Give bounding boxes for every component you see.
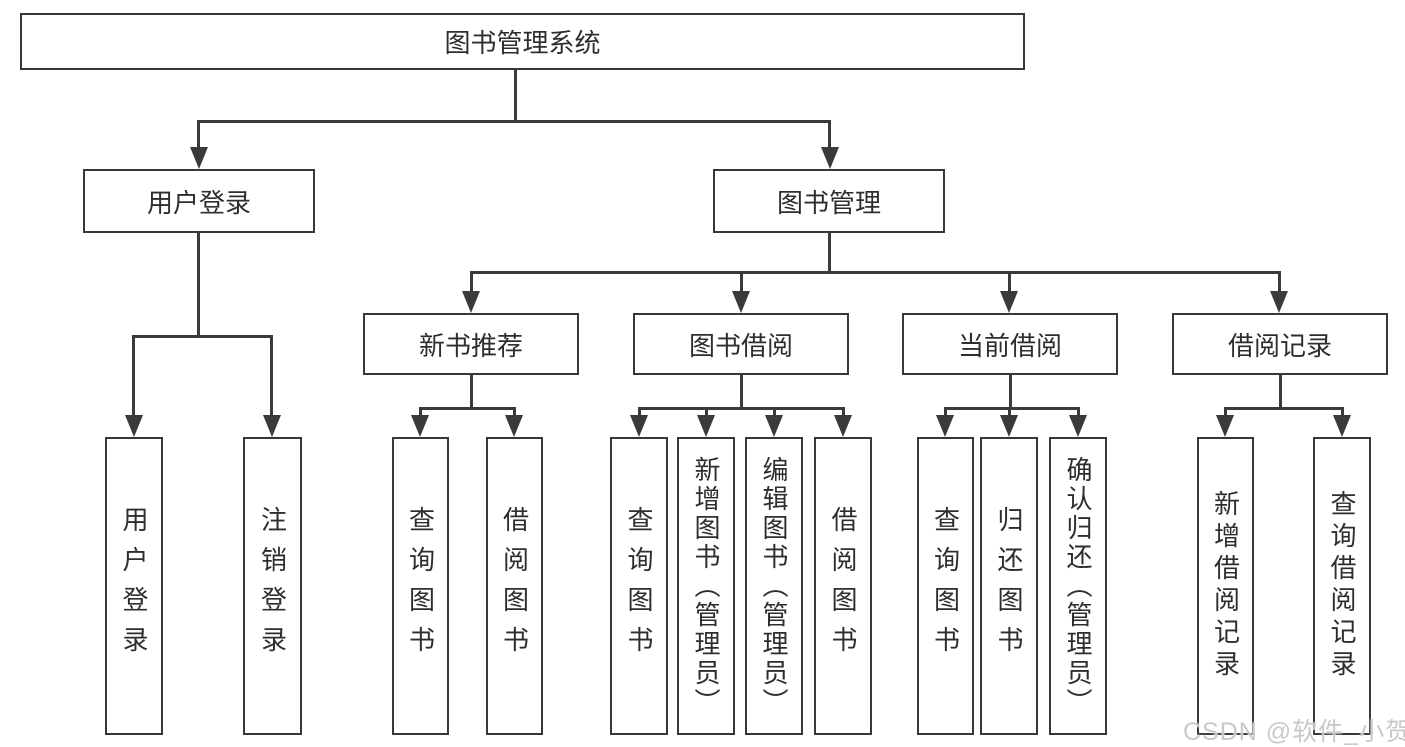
arrowhead — [697, 415, 715, 437]
leaf-records-query-label: 查询借阅记录 — [1327, 490, 1357, 682]
leaf-logout-label: 注销登录 — [257, 506, 288, 666]
leaf-user-login-label: 用户登录 — [119, 506, 149, 666]
connector-line — [740, 271, 743, 293]
leaf-borrow-edit-admin: 编辑图书（管理员） — [745, 437, 803, 735]
connector-line — [132, 335, 273, 338]
connector-line — [740, 375, 743, 410]
leaf-current-return-label: 归还图书 — [994, 506, 1024, 666]
node-root-label: 图书管理系统 — [444, 28, 601, 58]
connector-line — [132, 335, 135, 417]
node-new-books-label: 新书推荐 — [418, 330, 523, 361]
leaf-records-add: 新增借阅记录 — [1197, 437, 1254, 735]
connector-line — [828, 233, 831, 274]
arrowhead — [732, 291, 750, 313]
arrowhead — [125, 415, 143, 437]
arrowhead — [630, 415, 648, 437]
leaf-new-books-borrow-label: 借阅图书 — [499, 506, 530, 666]
connector-line — [773, 407, 776, 417]
node-book-borrow: 图书借阅 — [633, 313, 849, 375]
leaf-new-books-query-label: 查询图书 — [405, 506, 436, 666]
arrowhead — [765, 415, 783, 437]
connector-line — [470, 271, 1281, 274]
connector-line — [470, 375, 473, 410]
leaf-borrow-query: 查询图书 — [610, 437, 668, 735]
connector-line — [419, 407, 422, 417]
node-book-mgmt-label: 图书管理 — [776, 187, 881, 218]
connector-line — [1278, 271, 1281, 293]
connector-line — [197, 233, 200, 337]
leaf-records-add-label: 新增借阅记录 — [1210, 490, 1241, 682]
connector-line — [1008, 271, 1011, 293]
connector-line — [197, 120, 200, 150]
leaf-records-query: 查询借阅记录 — [1313, 437, 1371, 735]
connector-line — [198, 120, 831, 123]
arrowhead — [834, 415, 852, 437]
connector-line — [1008, 407, 1011, 417]
arrowhead — [1000, 415, 1018, 437]
node-root: 图书管理系统 — [20, 13, 1025, 70]
node-book-mgmt: 图书管理 — [713, 169, 945, 233]
leaf-borrow-edit-admin-label: 编辑图书（管理员） — [759, 455, 789, 717]
arrowhead — [1216, 415, 1234, 437]
leaf-current-confirm-admin-label: 确认归还（管理员） — [1063, 455, 1093, 717]
connector-line — [1077, 407, 1080, 417]
arrowhead — [1000, 291, 1018, 313]
arrowhead — [263, 415, 281, 437]
node-book-borrow-label: 图书借阅 — [688, 330, 793, 361]
leaf-current-query: 查询图书 — [917, 437, 974, 735]
connector-line — [419, 407, 516, 410]
connector-line — [470, 271, 473, 293]
arrowhead — [462, 291, 480, 313]
connector-line — [944, 407, 947, 417]
node-user-login-label: 用户登录 — [146, 187, 251, 218]
arrowhead — [190, 147, 208, 169]
arrowhead — [1333, 415, 1351, 437]
node-new-books: 新书推荐 — [363, 313, 579, 375]
leaf-borrow-add-admin: 新增图书（管理员） — [677, 437, 735, 735]
leaf-new-books-query: 查询图书 — [392, 437, 449, 735]
leaf-user-login: 用户登录 — [105, 437, 163, 735]
arrowhead — [505, 415, 523, 437]
connector-line — [513, 407, 516, 417]
watermark: CSDN @软件_小贺同学 — [1183, 718, 1405, 746]
node-current-borrow-label: 当前借阅 — [957, 330, 1062, 361]
connector-line — [1009, 375, 1012, 410]
node-user-login: 用户登录 — [83, 169, 315, 233]
leaf-logout: 注销登录 — [243, 437, 302, 735]
leaf-borrow-borrow-label: 借阅图书 — [828, 506, 858, 666]
node-borrow-records: 借阅记录 — [1172, 313, 1388, 375]
node-borrow-records-label: 借阅记录 — [1227, 330, 1332, 361]
connector-line — [638, 407, 845, 410]
connector-line — [828, 120, 831, 150]
arrowhead — [936, 415, 954, 437]
connector-line — [638, 407, 641, 417]
leaf-borrow-borrow: 借阅图书 — [814, 437, 872, 735]
leaf-current-confirm-admin: 确认归还（管理员） — [1049, 437, 1107, 735]
leaf-current-return: 归还图书 — [980, 437, 1038, 735]
arrowhead — [1069, 415, 1087, 437]
leaf-current-query-label: 查询图书 — [930, 506, 961, 666]
leaf-new-books-borrow: 借阅图书 — [486, 437, 543, 735]
node-current-borrow: 当前借阅 — [902, 313, 1118, 375]
connector-line — [270, 335, 273, 417]
arrowhead — [411, 415, 429, 437]
connector-line — [514, 70, 517, 120]
arrowhead — [821, 147, 839, 169]
leaf-borrow-add-admin-label: 新增图书（管理员） — [691, 455, 721, 717]
connector-line — [1224, 407, 1227, 417]
connector-line — [944, 407, 1080, 410]
connector-line — [705, 407, 708, 417]
arrowhead — [1270, 291, 1288, 313]
leaf-borrow-query-label: 查询图书 — [624, 506, 654, 666]
connector-line — [1341, 407, 1344, 417]
connector-line — [1279, 375, 1282, 410]
connector-line — [1224, 407, 1344, 410]
connector-line — [842, 407, 845, 417]
